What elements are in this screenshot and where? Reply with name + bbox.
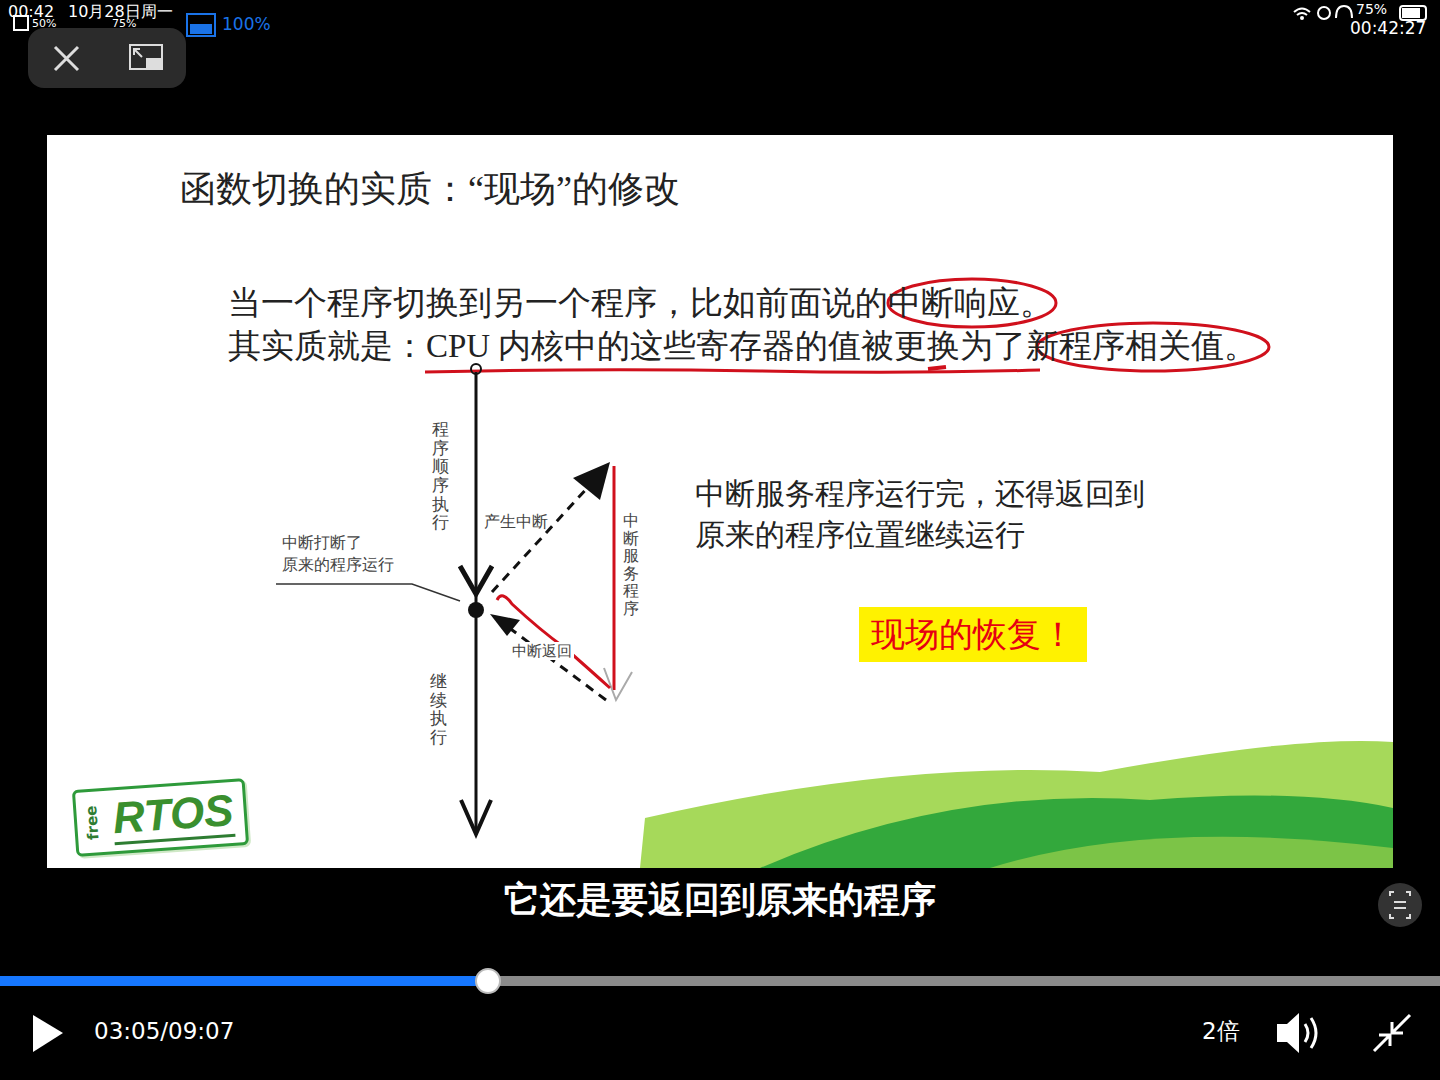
slide-title: 函数切换的实质：“现场”的修改 <box>180 168 680 211</box>
pip-icon <box>146 58 162 69</box>
video-subtitle: 它还是要返回到原来的程序 <box>504 878 936 921</box>
playback-time: 03:05/09:07 <box>94 1018 234 1046</box>
green-hill <box>760 796 1393 869</box>
interrupt-point <box>468 602 484 618</box>
exit-fullscreen-icon <box>1374 1015 1410 1051</box>
highlight-box: 现场的恢复！ <box>859 607 1087 662</box>
interrupt-arrowhead <box>573 462 610 500</box>
vertical-label: 程序顺序执行 <box>432 420 449 532</box>
logo-small-text: free <box>82 805 102 840</box>
red-underline <box>425 370 1040 373</box>
arrow-label: 产生中断 <box>484 512 548 531</box>
play-icon <box>33 1015 63 1052</box>
isr-line <box>613 466 616 690</box>
slide-note: 中断服务程序运行完，还得返回到 原来的程序位置继续运行 <box>695 474 1175 555</box>
flow-arrowhead <box>461 800 491 834</box>
progress-played <box>0 976 488 986</box>
green-hill <box>990 837 1393 868</box>
headphone-icon <box>1336 6 1352 18</box>
isr-arrowhead <box>604 668 632 700</box>
return-arrowhead <box>490 614 520 636</box>
red-mark <box>928 367 946 369</box>
slide-text-line: 当一个程序切换到另一个程序，比如前面说的中断响应。 <box>228 287 1053 320</box>
battery-icon <box>1400 6 1426 20</box>
pip-icon <box>130 45 162 69</box>
slide-background <box>47 135 1393 868</box>
red-return-annotation <box>497 596 610 688</box>
flow-arrowhead <box>460 566 492 594</box>
pip-icon <box>134 49 142 57</box>
highlight-text: 现场的恢复！ <box>871 613 1075 656</box>
volume-icon <box>1277 1013 1299 1053</box>
vertical-label: 继续执行 <box>430 672 447 747</box>
progress-track <box>0 976 1440 986</box>
progress-knob <box>476 969 500 993</box>
status-icon <box>1318 7 1330 19</box>
status-clock: 00:42:27 <box>1350 18 1426 38</box>
battery-fill <box>1402 8 1420 18</box>
close-icon <box>55 47 78 70</box>
volume-icon <box>1305 1018 1316 1048</box>
wifi-dot <box>1300 16 1304 20</box>
return-arrow <box>500 621 606 700</box>
status-percent: 75% <box>112 17 136 30</box>
battery-fill <box>190 24 212 34</box>
player-button-bar <box>28 28 186 88</box>
logo-text: RTOS <box>111 786 235 846</box>
subtitle-button <box>1378 883 1422 927</box>
subtitle-icon <box>1390 892 1410 918</box>
playback-speed: 2倍 <box>1202 1018 1240 1046</box>
green-hill <box>640 741 1393 868</box>
logo-box: free RTOS <box>72 778 249 857</box>
arrow-label: 中断返回 <box>510 642 574 660</box>
leader-line <box>276 584 460 601</box>
brightness-percent: 100% <box>222 14 271 34</box>
vertical-label: 中断服务程序 <box>623 512 639 618</box>
wifi-icon <box>1294 9 1310 16</box>
callout-label: 中断打断了 原来的程序运行 <box>282 532 381 575</box>
slide-text-line: 其实质就是：CPU 内核中的这些寄存器的值被更换为了新程序相关值。 <box>228 330 1257 363</box>
interrupt-arrow <box>492 474 600 592</box>
battery-icon <box>187 14 215 36</box>
status-percent: 50% <box>32 17 56 30</box>
battery-percent: 75% <box>1356 1 1387 18</box>
